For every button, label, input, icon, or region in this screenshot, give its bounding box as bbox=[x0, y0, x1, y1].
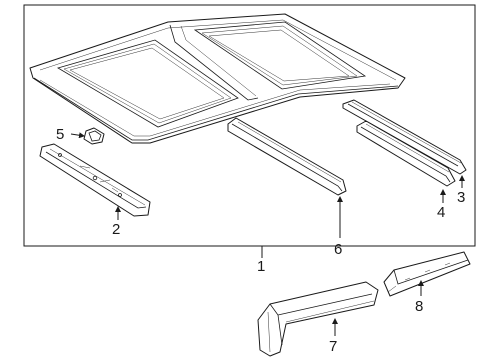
upper-rail-part-3 bbox=[342, 99, 467, 175]
assembly-frame bbox=[23, 4, 476, 247]
roof-bow-part-2 bbox=[39, 143, 151, 217]
side-rail-part-6 bbox=[227, 117, 347, 196]
trim-part-7 bbox=[257, 281, 379, 357]
leader-5 bbox=[70, 132, 85, 139]
callout-7: 7 bbox=[329, 338, 337, 355]
callout-8: 8 bbox=[415, 298, 423, 315]
callout-2: 2 bbox=[112, 221, 120, 238]
trim-part-8 bbox=[383, 251, 471, 297]
callout-1: 1 bbox=[257, 258, 265, 275]
callout-5: 5 bbox=[56, 126, 64, 143]
bracket-part-5 bbox=[83, 127, 105, 145]
roof-panel bbox=[29, 13, 406, 144]
callout-6: 6 bbox=[334, 241, 342, 258]
callout-3: 3 bbox=[457, 189, 465, 206]
callout-4: 4 bbox=[437, 204, 445, 221]
lower-rail-part-4 bbox=[356, 120, 456, 187]
